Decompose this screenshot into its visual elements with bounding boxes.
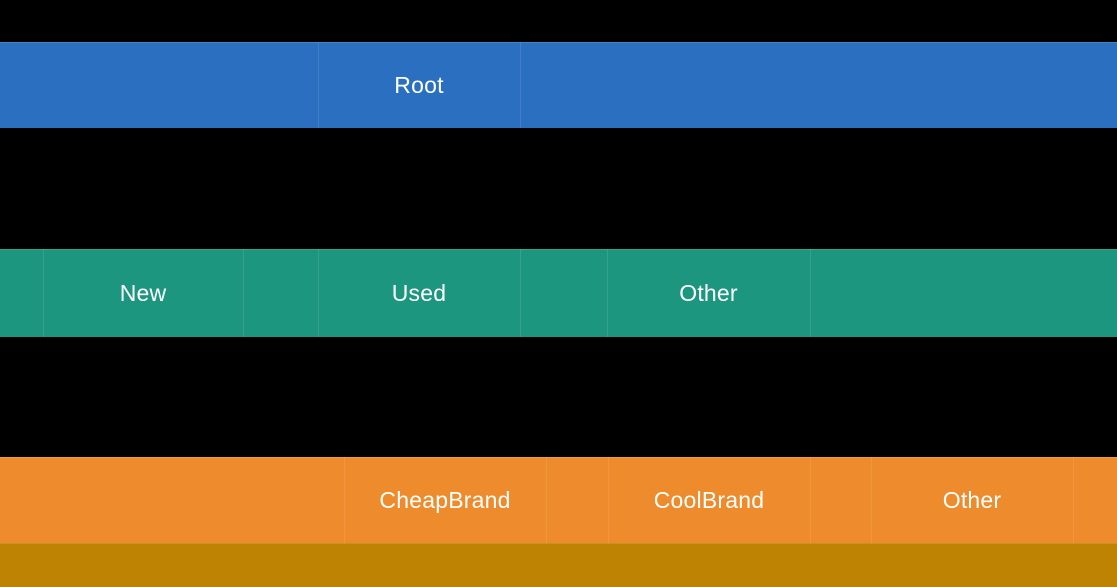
- chart-node-unlabeled[interactable]: [810, 249, 1117, 337]
- chart-node-label: CoolBrand: [653, 486, 765, 513]
- chart-node-label: New: [119, 279, 167, 306]
- chart-node-label: Root: [394, 71, 444, 98]
- chart-level-condition-level: New Used Other: [0, 249, 1117, 337]
- chart-node-other[interactable]: Other: [871, 457, 1073, 543]
- chart-node-unlabeled[interactable]: [0, 249, 43, 337]
- chart-node-label: CheapBrand: [379, 486, 511, 513]
- chart-node-unlabeled[interactable]: [520, 42, 1117, 128]
- chart-level-brand-level: CheapBrand CoolBrand Other: [0, 457, 1117, 543]
- chart-node-cheapbrand[interactable]: CheapBrand: [344, 457, 546, 543]
- chart-node-label: Other: [679, 279, 738, 306]
- chart-node-new[interactable]: New: [43, 249, 243, 337]
- chart-node-unlabeled[interactable]: [0, 42, 318, 128]
- chart-node-unlabeled[interactable]: [0, 457, 344, 543]
- chart-node-unlabeled[interactable]: [810, 457, 871, 543]
- chart-node-coolbrand[interactable]: CoolBrand: [608, 457, 810, 543]
- chart-node-unlabeled[interactable]: [1073, 457, 1117, 543]
- chart-node-label: Other: [942, 486, 1002, 513]
- chart-node-used[interactable]: Used: [318, 249, 520, 337]
- chart-level-root-level: Root: [0, 42, 1117, 128]
- chart-node-other[interactable]: Other: [607, 249, 810, 337]
- chart-node-unlabeled[interactable]: [0, 543, 1117, 587]
- chart-node-label: Used: [391, 279, 447, 306]
- chart-node-unlabeled[interactable]: [520, 249, 607, 337]
- chart-level-leaf-level: [0, 543, 1117, 587]
- chart-node-root[interactable]: Root: [318, 42, 520, 128]
- chart-node-unlabeled[interactable]: [546, 457, 608, 543]
- chart-node-unlabeled[interactable]: [243, 249, 318, 337]
